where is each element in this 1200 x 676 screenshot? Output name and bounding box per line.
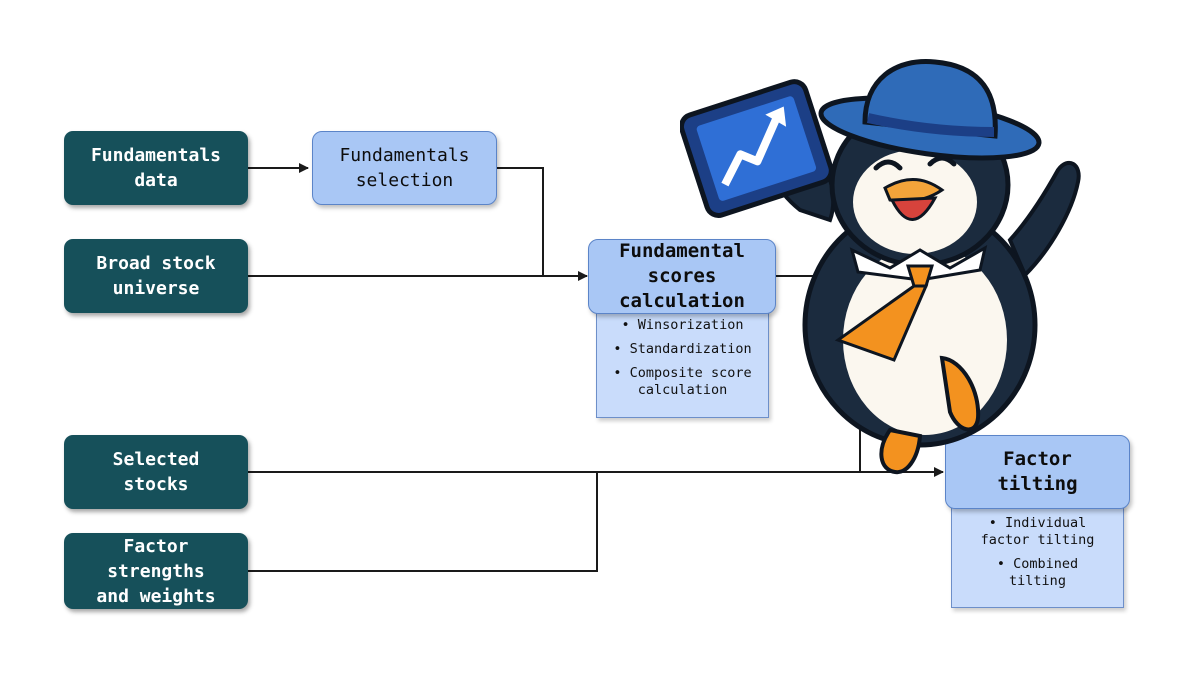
- step-standardization: • Standardization: [613, 341, 752, 357]
- step-winsorization: • Winsorization: [621, 317, 744, 333]
- step-composite-score: • Composite score calculation: [613, 365, 752, 398]
- connector-selection-to-scores: [497, 167, 544, 276]
- factor-strengths-weights-node: Factor strengths and weights: [64, 533, 248, 609]
- step-individual-factor-tilting: • Individual factor tilting: [980, 515, 1095, 548]
- connector-weights-to-stocks: [248, 472, 598, 572]
- penguin-mascot-icon: [680, 59, 1081, 475]
- fundamentals-selection-node: Fundamentals selection: [312, 131, 497, 205]
- factor-tilting-node: Factor tilting: [945, 435, 1130, 509]
- fundamentals-data-node: Fundamentals data: [64, 131, 248, 205]
- step-combined-tilting: • Combined tilting: [996, 556, 1079, 589]
- factor-tilting-steps: • Individual factor tilting • Combined t…: [951, 504, 1124, 608]
- fundamental-scores-steps: • Winsorization • Standardization • Comp…: [596, 310, 769, 418]
- fundamental-scores-node: Fundamental scores calculation: [588, 239, 776, 314]
- selected-stocks-node: Selected stocks: [64, 435, 248, 509]
- broad-stock-universe-node: Broad stock universe: [64, 239, 248, 313]
